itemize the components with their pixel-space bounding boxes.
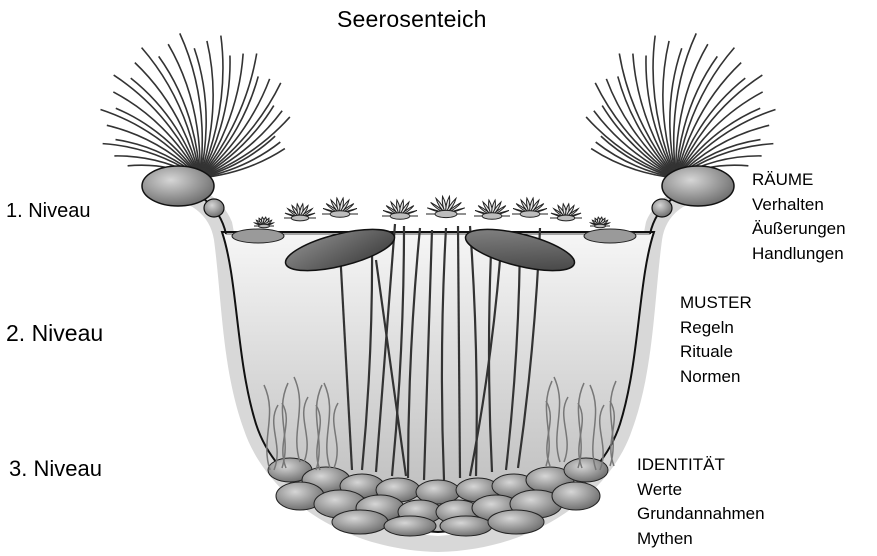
- group-raeume: RÄUME Verhalten Äußerungen Handlungen: [752, 168, 846, 266]
- group-item: Werte: [637, 478, 765, 503]
- level-1-label: 1. Niveau: [6, 200, 91, 223]
- group-heading: IDENTITÄT: [637, 453, 765, 478]
- diagram-title: Seerosenteich: [337, 6, 487, 33]
- group-item: Grundannahmen: [637, 502, 765, 527]
- group-item: Mythen: [637, 527, 765, 552]
- group-heading: MUSTER: [680, 291, 752, 316]
- group-item: Regeln: [680, 316, 752, 341]
- group-item: Rituale: [680, 340, 752, 365]
- bank-grass-right: [586, 33, 775, 178]
- group-item: Normen: [680, 365, 752, 390]
- group-heading: RÄUME: [752, 168, 846, 193]
- group-identitaet: IDENTITÄT Werte Grundannahmen Mythen: [637, 453, 765, 551]
- level-3-label: 3. Niveau: [9, 456, 102, 482]
- level-2-label: 2. Niveau: [6, 320, 103, 347]
- group-item: Äußerungen: [752, 217, 846, 242]
- group-muster: MUSTER Regeln Rituale Normen: [680, 291, 752, 389]
- group-item: Verhalten: [752, 193, 846, 218]
- bank-grass-left: [100, 33, 289, 178]
- lily-flowers: [254, 196, 610, 228]
- group-item: Handlungen: [752, 242, 846, 267]
